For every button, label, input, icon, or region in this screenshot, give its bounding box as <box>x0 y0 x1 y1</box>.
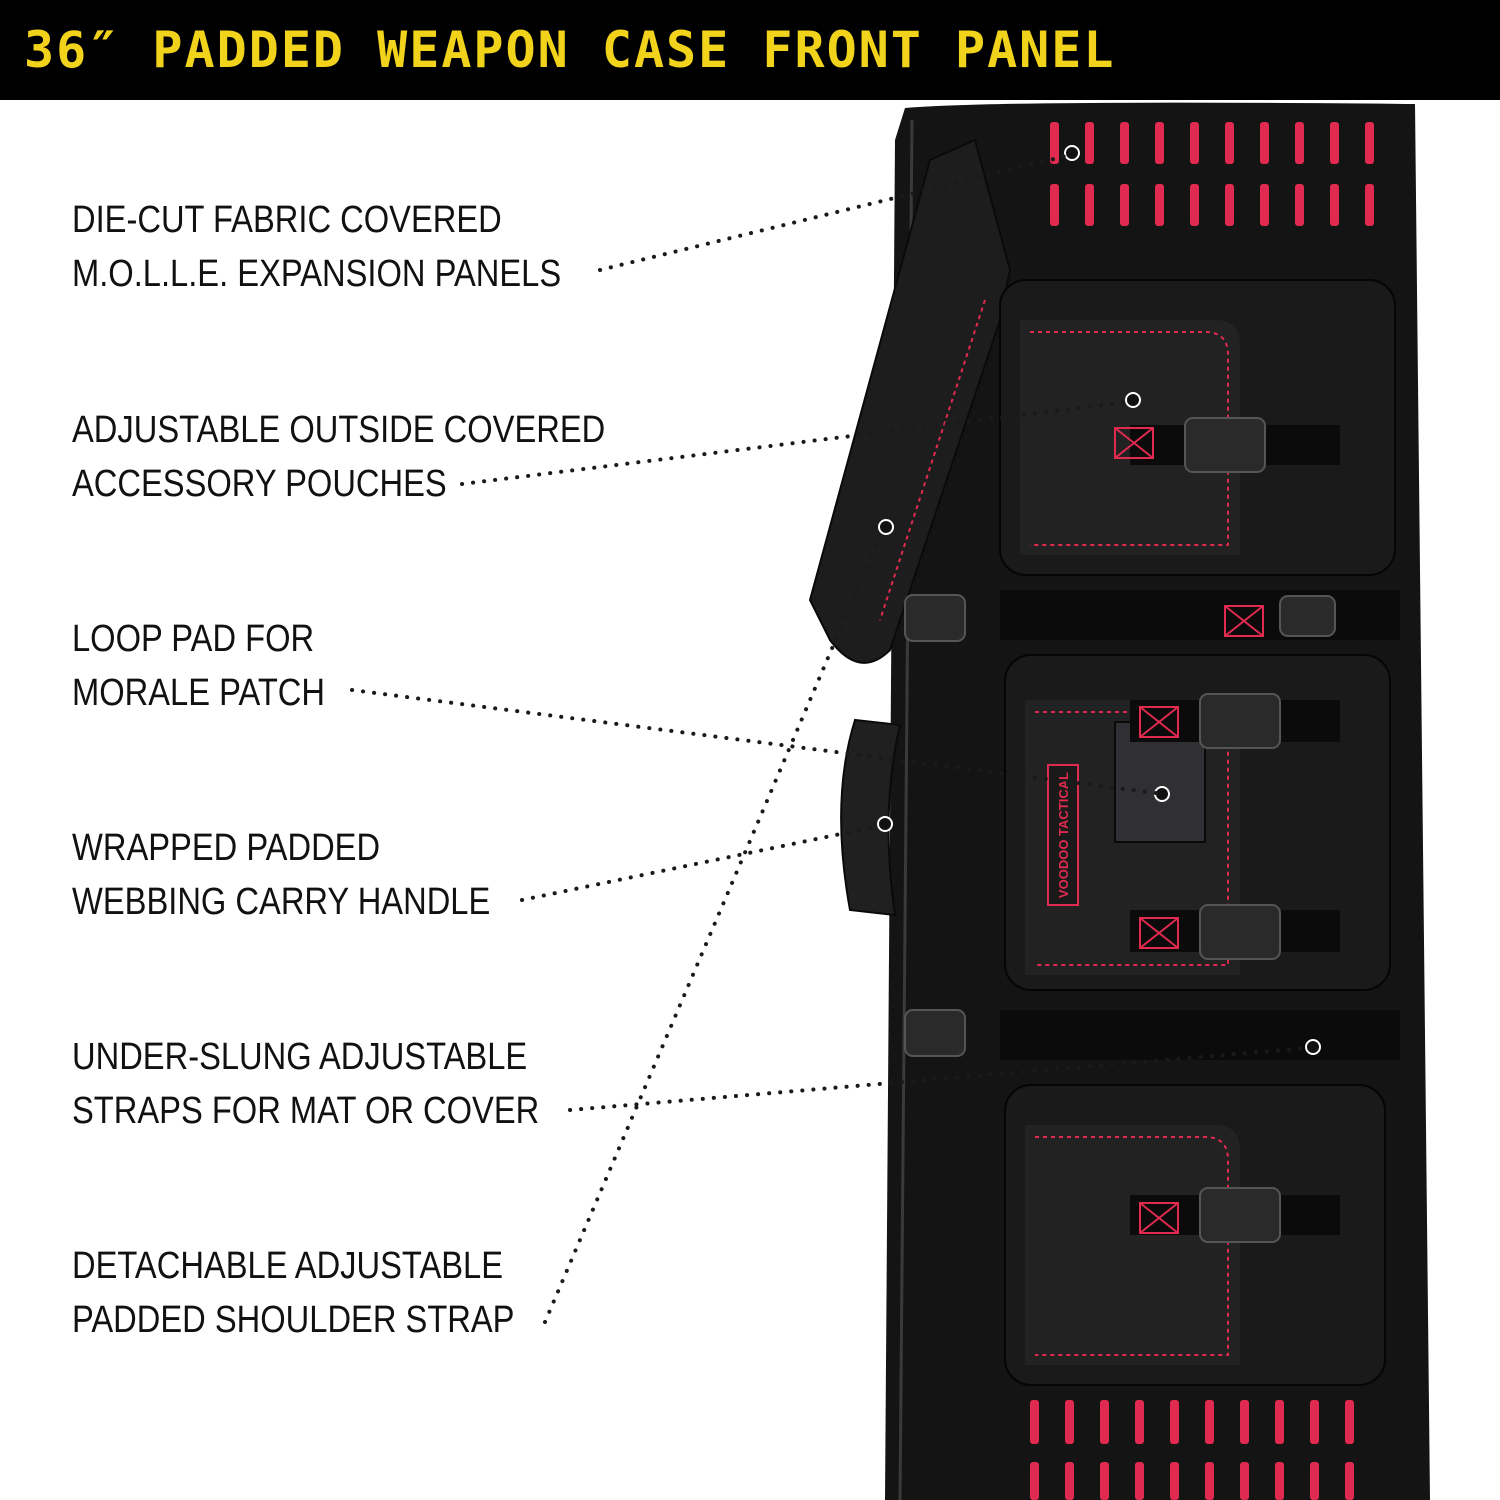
leader-straps <box>568 1046 1309 1112</box>
callout-shoulder-line-2: PADDED SHOULDER STRAP <box>72 1299 515 1341</box>
carry-handle <box>840 718 902 917</box>
title-banner: 36″ PADDED WEAPON CASE FRONT PANEL <box>0 0 1500 100</box>
banner-title: 36″ PADDED WEAPON CASE FRONT PANEL <box>24 21 1116 79</box>
callout-straps-line-2: STRAPS FOR MAT OR COVER <box>72 1090 540 1132</box>
callout-handle: WRAPPED PADDED WEBBING CARRY HANDLE <box>72 821 490 929</box>
callout-straps: UNDER-SLUNG ADJUSTABLE STRAPS FOR MAT OR… <box>72 1030 539 1138</box>
shoulder-strap-stitch <box>879 299 986 621</box>
leader-shoulder <box>543 529 884 1324</box>
callout-straps-line-1: UNDER-SLUNG ADJUSTABLE <box>72 1036 528 1078</box>
callout-pouches-line-1: ADJUSTABLE OUTSIDE COVERED <box>72 409 606 451</box>
leader-handle <box>520 824 881 902</box>
box-x-stitches <box>1114 427 1264 1234</box>
callout-loop-pad-line-2: MORALE PATCH <box>72 672 326 714</box>
callout-pouches: ADJUSTABLE OUTSIDE COVERED ACCESSORY POU… <box>72 403 605 511</box>
svg-text:VOODOO TACTICAL: VOODOO TACTICAL <box>1056 772 1071 898</box>
brand-logo: VOODOO TACTICAL <box>1047 764 1079 906</box>
callout-shoulder: DETACHABLE ADJUSTABLE PADDED SHOULDER ST… <box>72 1239 514 1347</box>
callout-molle-line-2: M.O.L.L.E. EXPANSION PANELS <box>72 253 562 295</box>
molle-panel-bottom <box>1030 1400 1354 1500</box>
molle-panel-top <box>1050 122 1374 226</box>
callout-molle: DIE-CUT FABRIC COVERED M.O.L.L.E. EXPANS… <box>72 193 561 301</box>
weapon-case-image: VOODOO TACTICAL <box>808 102 1430 1500</box>
leader-pouches <box>460 400 1129 486</box>
callout-handle-line-1: WRAPPED PADDED <box>72 827 381 869</box>
callout-target-dots <box>877 145 1321 1055</box>
callout-loop-pad-line-1: LOOP PAD FOR <box>72 618 315 660</box>
callout-molle-line-1: DIE-CUT FABRIC COVERED <box>72 199 502 241</box>
buckles <box>904 417 1336 1243</box>
callout-shoulder-line-1: DETACHABLE ADJUSTABLE <box>72 1245 504 1287</box>
leader-molle <box>598 154 1068 272</box>
leader-loop-pad <box>350 688 1158 795</box>
callout-loop-pad: LOOP PAD FOR MORALE PATCH <box>72 612 325 720</box>
callout-pouches-line-2: ACCESSORY POUCHES <box>72 463 447 505</box>
callout-handle-line-2: WEBBING CARRY HANDLE <box>72 881 491 923</box>
